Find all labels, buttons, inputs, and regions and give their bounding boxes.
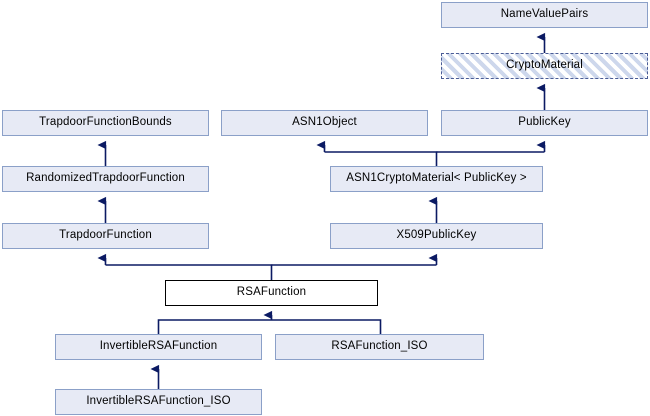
edge-children-bus <box>157 319 272 334</box>
class-label: InvertibleRSAFunction <box>99 340 218 353</box>
class-node-randomizedtrapdoorfunction[interactable]: RandomizedTrapdoorFunction <box>2 166 209 192</box>
class-label: PublicKey <box>518 116 571 129</box>
class-label: RandomizedTrapdoorFunction <box>26 172 185 185</box>
class-node-trapdoorfunctionbounds[interactable]: TrapdoorFunctionBounds <box>2 110 209 136</box>
class-label: X509PublicKey <box>396 229 477 242</box>
class-node-asn1object[interactable]: ASN1Object <box>221 110 428 136</box>
class-label: NameValuePairs <box>500 8 589 21</box>
class-node-rsafunction-iso[interactable]: RSAFunction_ISO <box>275 334 484 360</box>
edge-rsafunction-bus <box>105 264 273 280</box>
class-label: RSAFunction <box>236 286 307 299</box>
class-node-x509publickey[interactable]: X509PublicKey <box>330 223 543 249</box>
class-label: RSAFunction_ISO <box>331 340 428 353</box>
class-node-cryptomaterial[interactable]: CryptoMaterial <box>441 53 648 79</box>
class-label: CryptoMaterial <box>506 59 583 72</box>
class-label: TrapdoorFunction <box>59 229 152 242</box>
class-label: ASN1CryptoMaterial< PublicKey > <box>346 172 527 185</box>
class-label: InvertibleRSAFunction_ISO <box>86 395 231 408</box>
edge-asn1cryptomaterial-bus <box>324 151 438 166</box>
class-node-invertiblersafunction[interactable]: InvertibleRSAFunction <box>55 334 262 360</box>
edge-children-bus-right <box>271 319 382 334</box>
class-node-namevaluepairs[interactable]: NameValuePairs <box>441 2 648 28</box>
class-label: ASN1Object <box>292 116 357 129</box>
class-node-invertiblersafunction-iso[interactable]: InvertibleRSAFunction_ISO <box>55 389 262 415</box>
class-node-asn1cryptomaterial[interactable]: ASN1CryptoMaterial< PublicKey > <box>330 166 543 192</box>
class-node-publickey[interactable]: PublicKey <box>441 110 648 136</box>
class-node-rsafunction[interactable]: RSAFunction <box>165 280 378 306</box>
class-node-trapdoorfunction[interactable]: TrapdoorFunction <box>2 223 209 249</box>
class-label: TrapdoorFunctionBounds <box>39 116 172 129</box>
